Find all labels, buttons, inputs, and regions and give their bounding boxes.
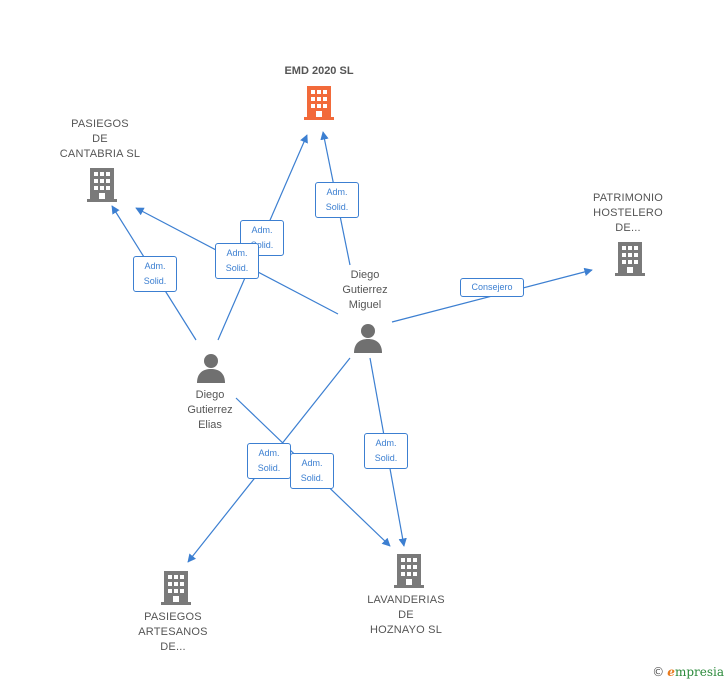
node-label-patrimonio[interactable]: PATRIMONIO HOSTELERO DE... [592,192,664,234]
building-icon[interactable] [394,554,424,588]
node-label-emd2020[interactable]: EMD 2020 SL [284,65,354,77]
edge-label-miguel-lavanderias: Adm. Solid. [364,433,408,469]
node-label-diego-elias[interactable]: Diego Gutierrez Elias [187,389,233,431]
edge-label-elias-cantabria: Adm. Solid. [133,256,177,292]
edge-label-miguel-cantabria: Adm. Solid. [215,243,259,279]
person-icon[interactable] [197,354,225,383]
node-label-diego-miguel[interactable]: Diego Gutierrez Miguel [342,269,388,311]
node-label-pasiegos-artesanos[interactable]: PASIEGOS ARTESANOS DE... [138,611,208,653]
node-label-pasiegos-cantabria[interactable]: PASIEGOS DE CANTABRIA SL [59,118,141,160]
building-icon[interactable] [304,86,334,120]
brand-initial: e [667,665,675,679]
empresia-logo[interactable]: ©empresia [652,665,724,679]
edge-label-miguel-patrimonio: Consejero [460,278,524,297]
copyright-symbol: © [652,665,665,679]
edge-label-miguel-artesanos: Adm. Solid. [247,443,291,479]
edge-label-elias-lavanderias: Adm. Solid. [290,453,334,489]
building-icon[interactable] [161,571,191,605]
person-icon[interactable] [354,324,382,353]
edge-label-miguel-emd: Adm. Solid. [315,182,359,218]
node-label-lavanderias[interactable]: LAVANDERIAS DE HOZNAYO SL [367,594,445,636]
brand-name: mpresia [674,665,724,679]
building-icon[interactable] [87,168,117,202]
building-icon[interactable] [615,242,645,276]
